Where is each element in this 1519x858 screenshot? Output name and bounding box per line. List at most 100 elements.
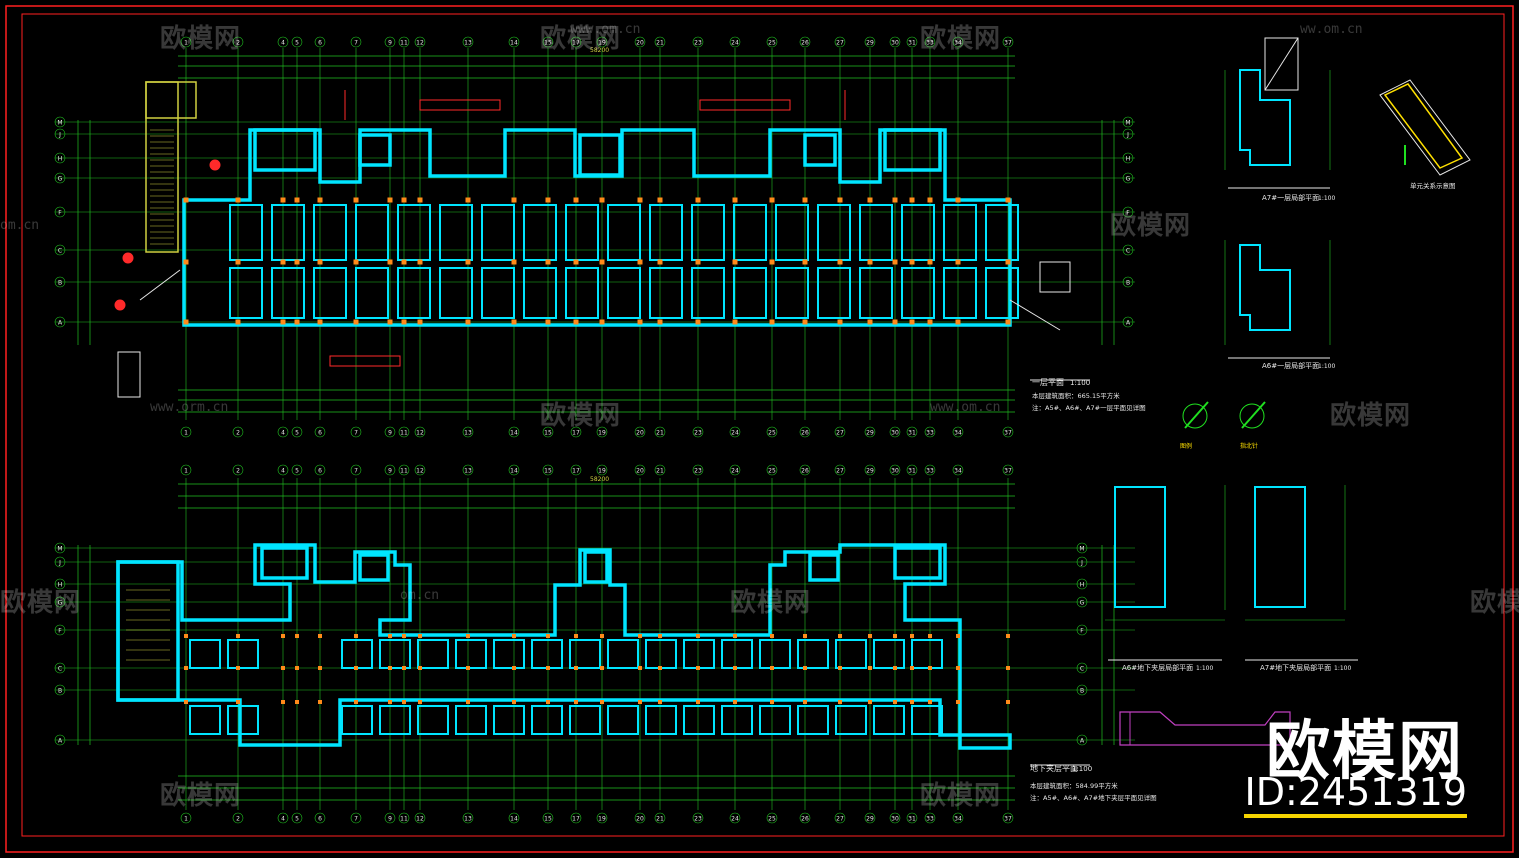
north-arrow-symbols xyxy=(1182,401,1266,429)
basement-stair xyxy=(126,589,170,661)
axis-label: 12 xyxy=(416,40,424,47)
watermark-logo-text: 欧模网 xyxy=(1266,715,1464,789)
watermark-brand: 欧模网 xyxy=(1330,401,1412,431)
axis-label: 17 xyxy=(572,40,580,47)
detail-title-a6-first: A6#一层局部平面 xyxy=(1262,361,1319,370)
axis-label: 25 xyxy=(768,430,776,437)
axis-label: C xyxy=(1080,666,1084,673)
axis-label: 4 xyxy=(281,468,285,475)
axis-label: 31 xyxy=(908,430,916,437)
watermark-brand: 欧模网 xyxy=(0,588,82,618)
axis-label: 26 xyxy=(801,430,809,437)
first-floor-interior-walls xyxy=(229,204,1019,319)
first-floor-title: 一层平面 xyxy=(1032,378,1064,387)
axis-label: 4 xyxy=(281,816,285,823)
axis-label: 29 xyxy=(866,40,874,47)
axis-label: 23 xyxy=(694,40,702,47)
basement-note-1: 本层建筑面积：584.99平方米 xyxy=(1030,781,1118,790)
axis-label: 27 xyxy=(836,816,844,823)
axis-label: 12 xyxy=(416,430,424,437)
axis-label: M xyxy=(1079,546,1084,553)
basement-title: 地下夹层平面 xyxy=(1030,763,1078,773)
axis-label: 1 xyxy=(184,40,188,47)
axis-label: 15 xyxy=(544,40,552,47)
first-floor-dimension-lines xyxy=(77,55,1115,413)
axis-label: 34 xyxy=(954,816,962,823)
axis-label: 2 xyxy=(236,468,240,475)
axis-label: 33 xyxy=(926,816,934,823)
axis-label: C xyxy=(58,248,62,255)
watermark-brand: 欧模网 xyxy=(730,588,812,618)
watermark-url: om.cn xyxy=(0,218,40,233)
watermark-url: www.om.cn xyxy=(570,22,641,37)
axis-label: 30 xyxy=(891,430,899,437)
first-floor-note-2: 注：A5#、A6#、A7#一层平面见详图 xyxy=(1032,403,1146,412)
detail-scale-a7-first: 1:100 xyxy=(1318,195,1335,202)
watermark-brand: 欧模网 xyxy=(1470,588,1519,618)
axis-label: 7 xyxy=(354,430,358,437)
axis-label: J xyxy=(1080,560,1083,567)
axis-label: 37 xyxy=(1004,468,1012,475)
axis-label: 33 xyxy=(926,468,934,475)
axis-label: 7 xyxy=(354,468,358,475)
watermark-brand: 欧模网 xyxy=(1110,211,1192,241)
axis-label: 27 xyxy=(836,430,844,437)
axis-label: M xyxy=(57,120,62,127)
axis-label: F xyxy=(58,210,62,217)
axis-label: A xyxy=(58,320,63,327)
axis-label: 14 xyxy=(510,468,518,475)
axis-label: F xyxy=(1126,210,1130,217)
axis-label: 14 xyxy=(510,40,518,47)
axis-label: 19 xyxy=(598,816,606,823)
axis-label: H xyxy=(1126,156,1131,163)
axis-label: G xyxy=(58,176,63,183)
basement-scale: 1:100 xyxy=(1072,765,1092,773)
axis-label: 30 xyxy=(891,816,899,823)
basement-dimension-lines xyxy=(77,483,1115,801)
axis-label: J xyxy=(58,560,61,567)
basement-plan: 1122445566779911111212131314141515171719… xyxy=(54,464,1135,824)
axis-label: C xyxy=(58,666,62,673)
axis-label: B xyxy=(1126,280,1130,287)
axis-label: 33 xyxy=(926,430,934,437)
axis-label: 24 xyxy=(731,468,739,475)
axis-label: F xyxy=(58,628,62,635)
axis-label: 26 xyxy=(801,40,809,47)
detail-title-a7-basement: A7#地下夹层局部平面 xyxy=(1260,663,1331,672)
axis-label: A xyxy=(58,738,63,745)
axis-label: 17 xyxy=(572,430,580,437)
axis-label: 5 xyxy=(295,816,299,823)
axis-label: 9 xyxy=(388,468,392,475)
axis-label: 14 xyxy=(510,430,518,437)
watermark-url: ww.om.cn xyxy=(1300,22,1363,37)
axis-label: 34 xyxy=(954,40,962,47)
first-floor-total-dim: 58200 xyxy=(590,47,609,54)
axis-label: 9 xyxy=(388,430,392,437)
watermark-id: ID:2451319 xyxy=(1244,770,1467,818)
axis-label: 17 xyxy=(572,468,580,475)
basement-columns xyxy=(184,634,1010,704)
axis-label: 9 xyxy=(388,40,392,47)
axis-label: G xyxy=(58,600,63,607)
axis-label: 33 xyxy=(926,40,934,47)
axis-label: 21 xyxy=(656,40,664,47)
axis-label: 30 xyxy=(891,468,899,475)
axis-label: A xyxy=(1080,738,1085,745)
detail-scale-a6-first: 1:100 xyxy=(1318,363,1335,370)
axis-label: G xyxy=(1080,600,1085,607)
axis-label: 21 xyxy=(656,816,664,823)
detail-plans xyxy=(1030,37,1471,766)
axis-label: H xyxy=(1080,582,1085,589)
watermark-brand: 欧模网 xyxy=(160,24,242,54)
axis-label: 6 xyxy=(318,430,322,437)
axis-label: 15 xyxy=(544,816,552,823)
axis-label: J xyxy=(1126,132,1129,139)
axis-label: 1 xyxy=(184,430,188,437)
axis-label: 25 xyxy=(768,468,776,475)
axis-label: 27 xyxy=(836,40,844,47)
axis-label: 15 xyxy=(544,430,552,437)
first-floor-red-annotations xyxy=(114,90,846,367)
first-floor-plan: 1122445566779911111212131314141515171719… xyxy=(54,36,1135,438)
watermark-brand: 欧模网 xyxy=(920,24,1002,54)
axis-label: 1 xyxy=(184,468,188,475)
